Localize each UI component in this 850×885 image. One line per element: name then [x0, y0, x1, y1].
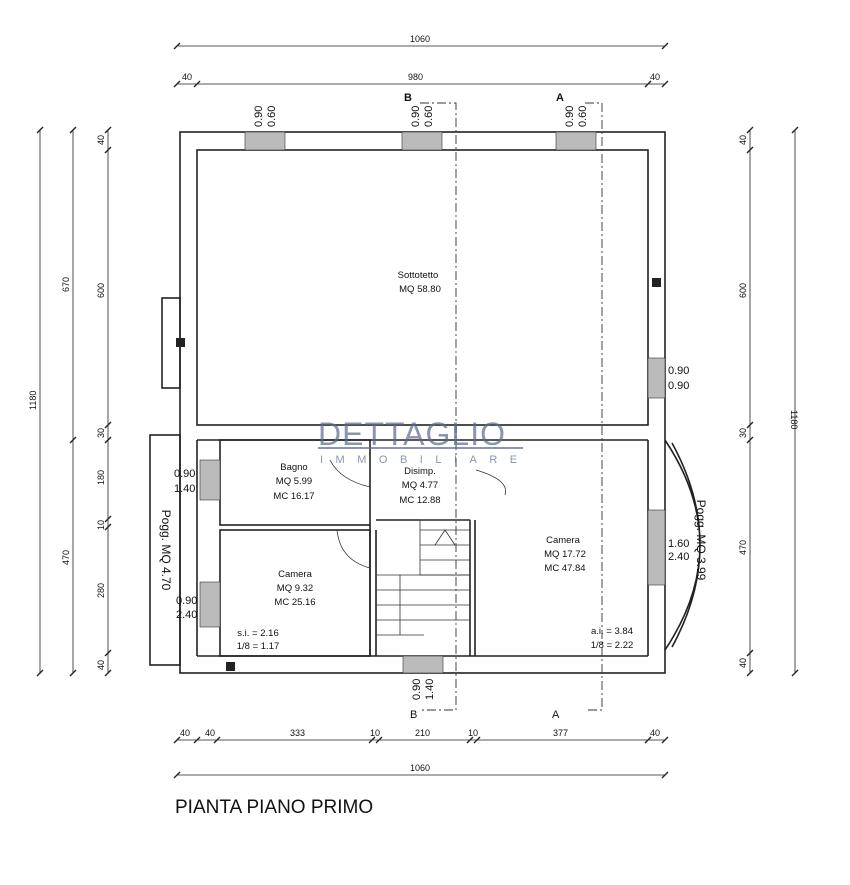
room-camera-left-mc: MC 25.16: [274, 597, 315, 608]
room-camera-left-si: s.i. = 2.16: [237, 628, 278, 639]
window-label: 0.60: [266, 106, 278, 127]
dim-left-part: 180: [96, 470, 106, 485]
dim-bottom-part: 40: [205, 728, 215, 738]
dim-left-mid: 470: [61, 550, 71, 565]
window-label: 2.40: [668, 551, 689, 563]
plan-title: PIANTA PIANO PRIMO: [175, 797, 373, 818]
dim-left-part: 280: [96, 583, 106, 598]
room-camera-left-ratio: 1/8 = 1.17: [237, 641, 280, 652]
room-bagno-mc: MC 16.17: [273, 491, 314, 502]
room-sottotetto-mq: MQ 58.80: [399, 284, 441, 295]
dim-left-part: 40: [96, 135, 106, 145]
room-camera-right-si: a.i. = 3.84: [591, 626, 633, 637]
balcony-left-label: Pogg. MQ 4.70: [159, 510, 173, 591]
window-label: 0.90: [564, 106, 576, 127]
dim-bottom-part: 333: [290, 728, 305, 738]
dim-bottom-part: 40: [650, 728, 660, 738]
section-b-top: B: [404, 92, 412, 104]
room-disimp-mq: MQ 4.77: [402, 480, 438, 491]
section-b-bottom: B: [410, 709, 417, 721]
balcony-right-label: Pogg. MQ 3.99: [694, 500, 708, 581]
dim-left-mid: 670: [61, 277, 71, 292]
section-a-top: A: [556, 92, 564, 104]
dim-right-part: 600: [738, 283, 748, 298]
room-bagno-name: Bagno: [280, 462, 307, 473]
window-label: 1.40: [174, 483, 195, 495]
dim-bottom-total: 1060: [410, 763, 430, 773]
dim-left-part: 30: [96, 428, 106, 438]
window-label: 0.90: [174, 468, 195, 480]
room-camera-left-name: Camera: [278, 569, 313, 580]
dim-top-total: 1060: [410, 34, 430, 44]
watermark-logo: DETTAGLIO IMMOBILIARE: [318, 416, 530, 466]
dim-bottom-part: 10: [468, 728, 478, 738]
room-camera-right-name: Camera: [546, 535, 581, 546]
room-camera-left-mq: MQ 9.32: [277, 583, 313, 594]
dim-left-part: 600: [96, 283, 106, 298]
dim-left-total: 1180: [28, 391, 38, 410]
window-label: 0.90: [253, 106, 265, 127]
dim-top-part: 980: [408, 72, 423, 82]
room-labels: Sottotetto MQ 58.80 Bagno MQ 5.99 MC 16.…: [159, 270, 708, 652]
room-bagno-mq: MQ 5.99: [276, 476, 312, 487]
walls: [149, 131, 701, 674]
room-camera-right-mq: MQ 17.72: [544, 549, 586, 560]
dim-left-part: 10: [96, 520, 106, 530]
window-labels: 0.90 0.60 0.90 0.60 0.90 0.60 0.90 0.90 …: [174, 106, 689, 700]
room-sottotetto-name: Sottotetto: [398, 270, 439, 281]
window-label: 0.60: [577, 106, 589, 127]
dim-right-part: 40: [738, 135, 748, 145]
window-label: 0.60: [423, 106, 435, 127]
dim-bottom-part: 40: [180, 728, 190, 738]
room-camera-right-mc: MC 47.84: [544, 563, 585, 574]
window-label: 0.90: [668, 380, 689, 392]
dim-right-total: 1180: [789, 410, 799, 429]
dimension-lines: [36, 42, 799, 779]
dim-right-part: 40: [738, 658, 748, 668]
window-label: 2.40: [176, 609, 197, 621]
dim-top-part: 40: [182, 72, 192, 82]
svg-text:DETTAGLIO: DETTAGLIO: [318, 416, 506, 452]
dim-top-part: 40: [650, 72, 660, 82]
dim-left-part: 40: [96, 660, 106, 670]
room-disimp-name: Disimp.: [404, 466, 436, 477]
dimension-labels: 1060 40 980 40 40 40 333 10 210 10 377 4…: [28, 34, 799, 773]
dim-right-part: 470: [738, 540, 748, 555]
window-label: 0.90: [668, 365, 689, 377]
section-a-bottom: A: [552, 709, 560, 721]
room-disimp-mc: MC 12.88: [399, 495, 440, 506]
window-label: 1.60: [668, 538, 689, 550]
window-label: 1.40: [424, 679, 436, 700]
room-camera-right-ratio: 1/8 = 2.22: [591, 640, 634, 651]
window-label: 0.90: [411, 679, 423, 700]
svg-text:IMMOBILIARE: IMMOBILIARE: [320, 454, 530, 466]
dim-bottom-part: 377: [553, 728, 568, 738]
window-label: 0.90: [176, 595, 197, 607]
dim-bottom-part: 10: [370, 728, 380, 738]
dim-bottom-part: 210: [415, 728, 430, 738]
section-lines: B A B A: [404, 92, 603, 721]
dim-right-part: 30: [738, 428, 748, 438]
window-label: 0.90: [410, 106, 422, 127]
